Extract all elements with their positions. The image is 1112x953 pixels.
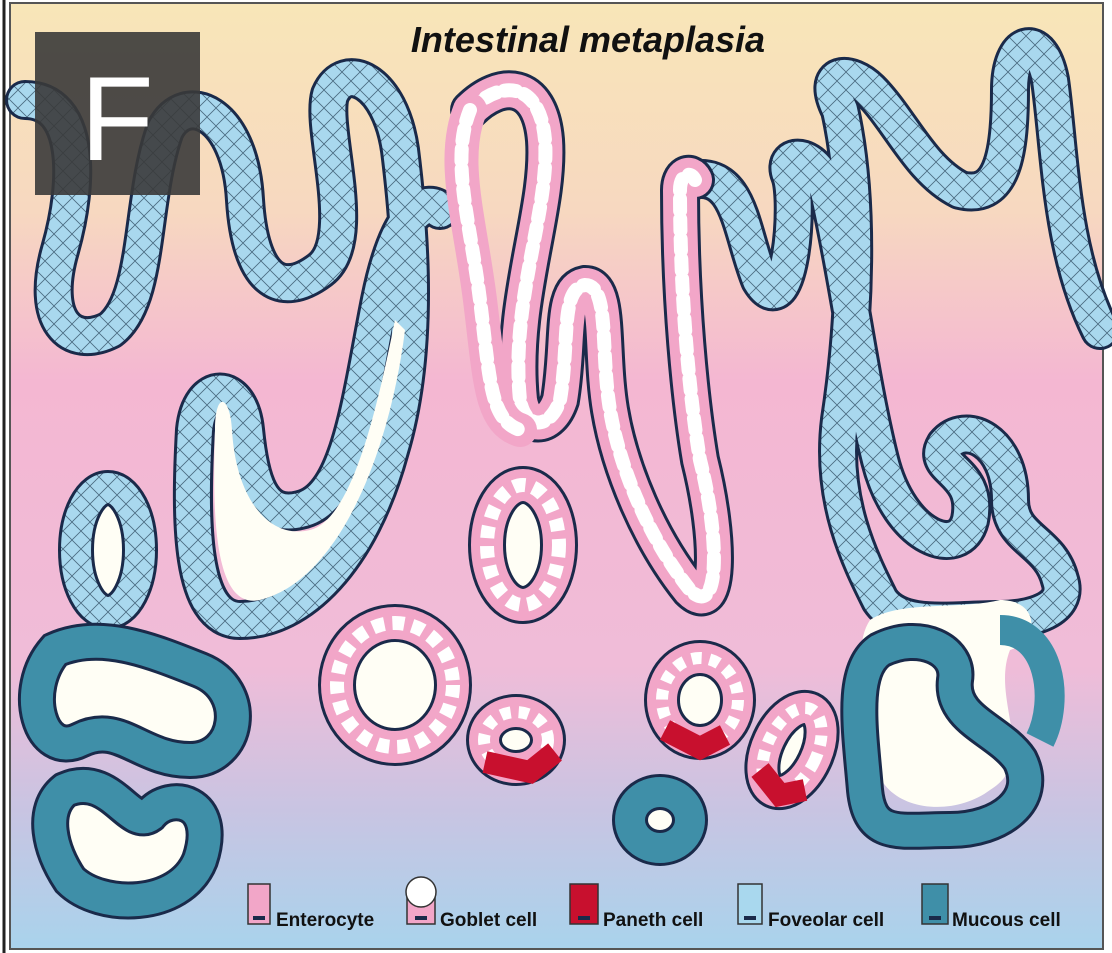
panel-badge: F (35, 32, 200, 195)
legend-label-foveolar: Foveolar cell (768, 910, 884, 931)
legend-label-mucous: Mucous cell (952, 910, 1061, 931)
goblet-cell-icon (406, 877, 436, 907)
legend-label-goblet: Goblet cell (440, 910, 537, 931)
legend-label-enterocyte: Enterocyte (276, 910, 374, 931)
panel-label: F (80, 52, 153, 186)
legend-label-paneth: Paneth cell (603, 910, 703, 931)
diagram-title: Intestinal metaplasia (411, 19, 765, 60)
